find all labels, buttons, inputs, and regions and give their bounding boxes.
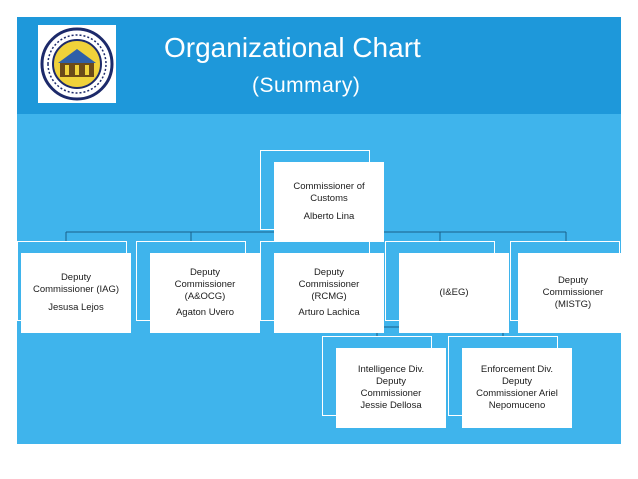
node-title-line: Intelligence Div. <box>357 364 425 375</box>
node-title-line: Commissioner of <box>293 181 365 192</box>
node-person-name: Jessie Dellosa <box>360 400 422 411</box>
node-title-line: Commissioner Ariel <box>476 388 558 399</box>
node-title-line: Commissioner <box>360 388 422 399</box>
node-title-line: Commissioner <box>174 279 236 290</box>
node-box: Deputy Commissioner (A&OCG) Agaton Uvero <box>150 253 260 333</box>
node-person-name: Agaton Uvero <box>175 307 235 318</box>
node-title-line: Deputy <box>189 267 221 278</box>
node-title-line: Deputy <box>313 267 345 278</box>
node-box: Enforcement Div. Deputy Commissioner Ari… <box>462 348 572 428</box>
node-box: Commissioner of Customs Alberto Lina <box>274 162 384 242</box>
node-title-line: Deputy <box>557 275 589 286</box>
node-title-line: Customs <box>310 193 348 204</box>
node-title-line: Deputy <box>60 272 92 283</box>
node-box: (I&EG) <box>399 253 509 333</box>
seal-icon <box>40 27 114 101</box>
node-title-line: (A&OCG) <box>184 291 226 302</box>
node-title-line: (MISTG) <box>554 299 592 310</box>
node-box: Deputy Commissioner (RCMG) Arturo Lachic… <box>274 253 384 333</box>
node-title-line: Commissioner <box>542 287 604 298</box>
node-person-name: Nepomuceno <box>488 400 546 411</box>
node-title-line: (RCMG) <box>311 291 347 302</box>
node-title-line: Commissioner <box>298 279 360 290</box>
node-box: Deputy Commissioner (MISTG) <box>518 253 628 333</box>
node-title-line: Deputy <box>501 376 533 387</box>
node-title-line: (I&EG) <box>439 287 469 298</box>
node-box: Deputy Commissioner (IAG) Jesusa Lejos <box>21 253 131 333</box>
node-person-name: Arturo Lachica <box>298 307 360 318</box>
node-title-line: Commissioner (IAG) <box>32 284 120 295</box>
page-subtitle: (Summary) <box>252 74 361 97</box>
node-person-name: Alberto Lina <box>303 211 355 222</box>
page-title: Organizational Chart <box>164 32 421 63</box>
bureau-of-customs-seal-logo <box>38 25 116 103</box>
header-band <box>17 17 621 114</box>
node-person-name: Jesusa Lejos <box>48 302 104 313</box>
node-title-line: Enforcement Div. <box>480 364 554 375</box>
node-title-line: Deputy <box>375 376 407 387</box>
node-box: Intelligence Div. Deputy Commissioner Je… <box>336 348 446 428</box>
